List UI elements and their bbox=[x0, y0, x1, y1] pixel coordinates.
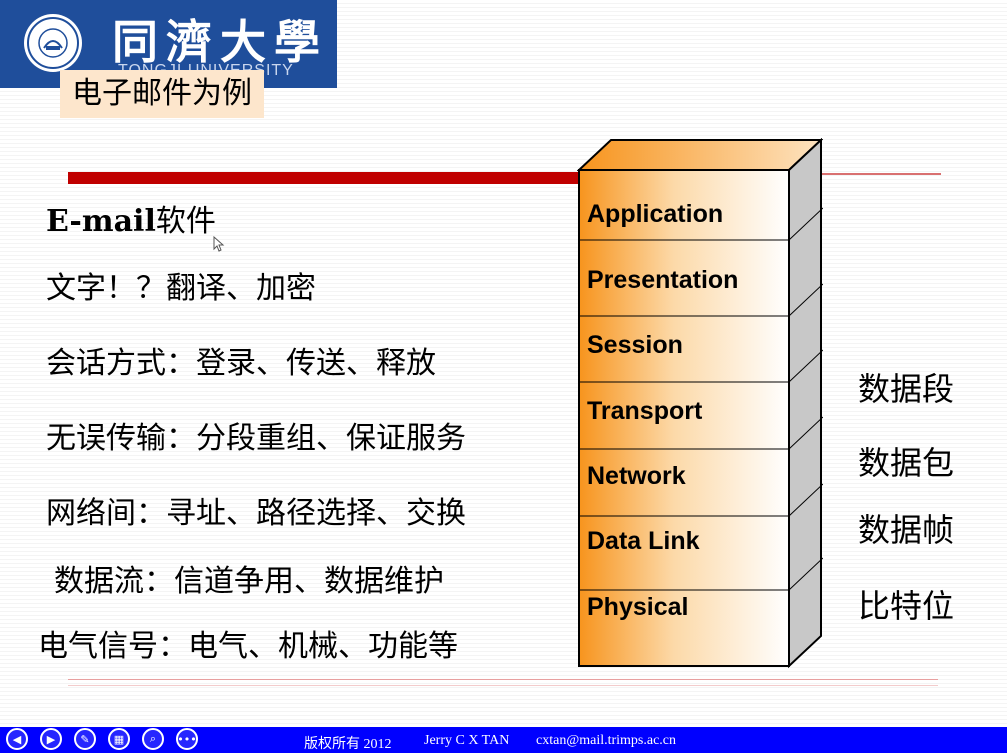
slides-overview-button[interactable]: ▦ bbox=[108, 728, 130, 750]
prev-icon: ◀ bbox=[12, 732, 22, 746]
footer-copyright: 版权所有 2012 bbox=[304, 737, 392, 752]
osi-layer-session: Session bbox=[587, 331, 683, 359]
osi-layer-application: Application bbox=[587, 200, 724, 228]
osi-stack-3d-box bbox=[577, 138, 823, 669]
slide-canvas: 同濟大學 TONGJI UNIVERSITY 电子邮件为例 E-mail软件 文… bbox=[0, 0, 1007, 727]
bottom-divider-light bbox=[68, 685, 938, 686]
osi-layer-physical: Physical bbox=[587, 593, 689, 621]
osi-layer-stack: Application Presentation Session Transpo… bbox=[577, 138, 823, 669]
row-network-desc: 网络间：寻址、路径选择、交换 bbox=[46, 496, 466, 531]
osi-layer-transport: Transport bbox=[587, 397, 703, 425]
osi-layer-network: Network bbox=[587, 462, 686, 490]
footer-author: Jerry C X TAN bbox=[424, 733, 510, 748]
osi-layer-presentation: Presentation bbox=[587, 266, 739, 294]
row-session-desc: 会话方式：登录、传送、释放 bbox=[46, 346, 436, 381]
pen-tool-button[interactable]: ✎ bbox=[74, 728, 96, 750]
more-options-button[interactable]: ••• bbox=[176, 728, 198, 750]
more-icon: ••• bbox=[177, 732, 197, 746]
zoom-button[interactable]: ⌕ bbox=[142, 728, 164, 750]
mouse-cursor-icon bbox=[213, 236, 225, 252]
slides-icon: ▦ bbox=[113, 732, 125, 746]
university-seal-icon bbox=[24, 14, 82, 72]
footer-email: cxtan@mail.trimps.ac.cn bbox=[536, 733, 677, 748]
label-segment: 数据段 bbox=[858, 370, 955, 408]
label-frame: 数据帧 bbox=[858, 511, 955, 549]
label-bit: 比特位 bbox=[858, 587, 955, 625]
row-email-suffix: 软件 bbox=[155, 204, 216, 239]
row-datalink-desc: 数据流：信道争用、数据维护 bbox=[54, 564, 444, 599]
row-physical-desc: 电气信号：电气、机械、功能等 bbox=[38, 629, 458, 664]
osi-layer-data-link: Data Link bbox=[587, 527, 700, 555]
next-slide-button[interactable]: ▶ bbox=[40, 728, 62, 750]
row-email-prefix: E-mail bbox=[46, 204, 156, 239]
next-icon: ▶ bbox=[46, 732, 56, 746]
header-divider-red bbox=[68, 172, 580, 184]
header-divider-thin bbox=[820, 173, 941, 175]
row-email-software: E-mail软件 bbox=[46, 196, 216, 240]
prev-slide-button[interactable]: ◀ bbox=[6, 728, 28, 750]
university-name: 同濟大學 bbox=[112, 15, 328, 69]
slide-footer-bar bbox=[0, 727, 1007, 753]
label-packet: 数据包 bbox=[858, 444, 955, 482]
row-transport-desc: 无误传输：分段重组、保证服务 bbox=[46, 421, 466, 456]
bottom-divider bbox=[68, 679, 938, 680]
pen-icon: ✎ bbox=[80, 732, 90, 746]
slide-topic: 电子邮件为例 bbox=[60, 70, 264, 118]
zoom-icon: ⌕ bbox=[149, 732, 157, 745]
row-presentation-desc: 文字！？翻译、加密 bbox=[46, 271, 316, 306]
